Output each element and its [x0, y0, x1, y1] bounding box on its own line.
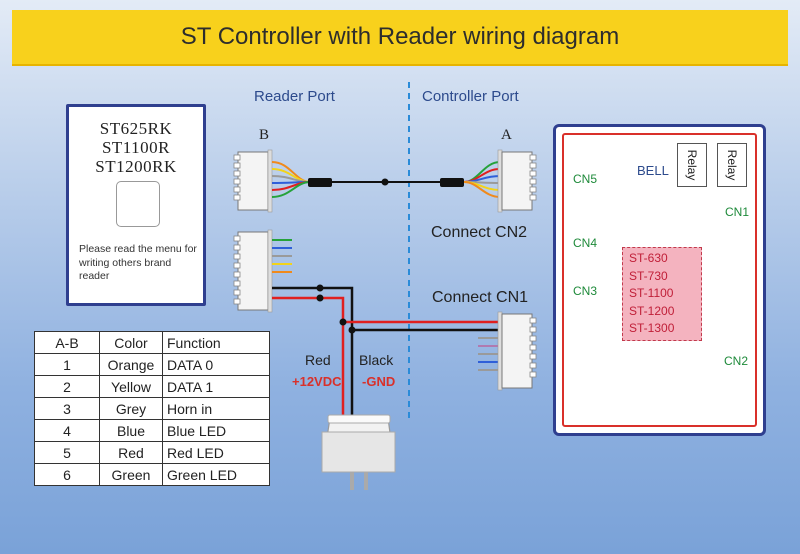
wire-fan-a [463, 161, 501, 198]
controller-model: ST-630 [629, 251, 668, 265]
header-function: Function [162, 331, 270, 354]
cn4-label: CN4 [573, 236, 598, 250]
color-cell: Blue [99, 419, 163, 442]
reader-model: ST625RK [99, 119, 173, 138]
function-cell: DATA 0 [162, 353, 270, 376]
bell-label: BELL [637, 163, 669, 178]
connect-cn2-label: Connect CN2 [431, 224, 528, 241]
reader-port-label: Reader Port [254, 88, 335, 105]
function-cell: DATA 1 [162, 375, 270, 398]
diagram-title: ST Controller with Reader wiring diagram [180, 23, 620, 50]
relay-1: Relay [677, 143, 707, 187]
connect-cn1-label: Connect CN1 [432, 289, 529, 306]
controller-model: ST-1100 [629, 286, 674, 300]
reader-model: ST1100R [101, 138, 171, 157]
ab-cell: 5 [34, 441, 100, 464]
supported-controllers-box: ST-630 ST-730 ST-1100 ST-1200 ST-1300 [622, 247, 702, 341]
color-cell: Grey [99, 397, 163, 420]
connector-b [233, 149, 273, 213]
ab-cell: 4 [34, 419, 100, 442]
relay-2: Relay [717, 143, 747, 187]
controller-port-label: Controller Port [422, 88, 519, 105]
table-row: 5 Red Red LED [34, 441, 270, 464]
black-wire-label: Black [359, 352, 394, 368]
ab-cell: 2 [34, 375, 100, 398]
function-cell: Red LED [162, 441, 270, 464]
table-row: 4 Blue Blue LED [34, 419, 270, 442]
connector-cn1 [478, 311, 537, 391]
reader-note: Please read the menu for writing others … [79, 243, 197, 282]
reader-power-connector [233, 229, 354, 420]
wire-fan-b [271, 161, 311, 198]
wiring-table: A-B Color Function 1 Orange DATA 0 2 Yel… [34, 331, 270, 486]
function-cell: Horn in [162, 397, 270, 420]
cn3-label: CN3 [573, 284, 598, 298]
reader-sensor-window [116, 181, 160, 227]
color-cell: Green [99, 463, 163, 486]
cable-sleeve-b [308, 178, 332, 187]
controller-model: ST-730 [629, 268, 668, 283]
table-row: 3 Grey Horn in [34, 397, 270, 420]
table-row: 2 Yellow DATA 1 [34, 375, 270, 398]
cable-joint [381, 178, 389, 186]
cn5-label: CN5 [573, 172, 598, 186]
relay-2-label: Relay [725, 149, 739, 181]
cn2-label: CN2 [724, 354, 749, 368]
header-ab: A-B [34, 331, 100, 354]
connector-b-label: B [259, 127, 270, 143]
table-row: 1 Orange DATA 0 [34, 353, 270, 376]
controller-model: ST-1300 [629, 321, 675, 335]
power-adapter [321, 414, 396, 490]
ab-cell: 6 [34, 463, 100, 486]
reader-model: ST1200RK [95, 157, 177, 176]
header-color: Color [99, 331, 163, 354]
color-cell: Red [99, 441, 163, 464]
ab-cell: 1 [34, 353, 100, 376]
cable-sleeve-a [440, 178, 464, 187]
table-row: 6 Green Green LED [34, 463, 270, 486]
color-cell: Orange [99, 353, 163, 376]
ab-cell: 3 [34, 397, 100, 420]
relay-1-label: Relay [685, 149, 699, 181]
connector-a-label: A [501, 127, 512, 143]
function-cell: Green LED [162, 463, 270, 486]
function-cell: Blue LED [162, 419, 270, 442]
controller-board-outline [562, 133, 757, 427]
plus-12vdc-label: +12VDC [292, 374, 342, 389]
minus-gnd-label: -GND [362, 374, 396, 389]
title-bar: ST Controller with Reader wiring diagram [12, 10, 788, 66]
connector-a [497, 149, 537, 213]
table-header-row: A-B Color Function [34, 331, 270, 354]
cn1-label: CN1 [725, 205, 750, 219]
color-cell: Yellow [99, 375, 163, 398]
red-wire-label: Red [305, 352, 331, 368]
controller-model: ST-1200 [629, 303, 675, 318]
reader-card: ST625RK ST1100R ST1200RK Please read the… [66, 104, 206, 306]
